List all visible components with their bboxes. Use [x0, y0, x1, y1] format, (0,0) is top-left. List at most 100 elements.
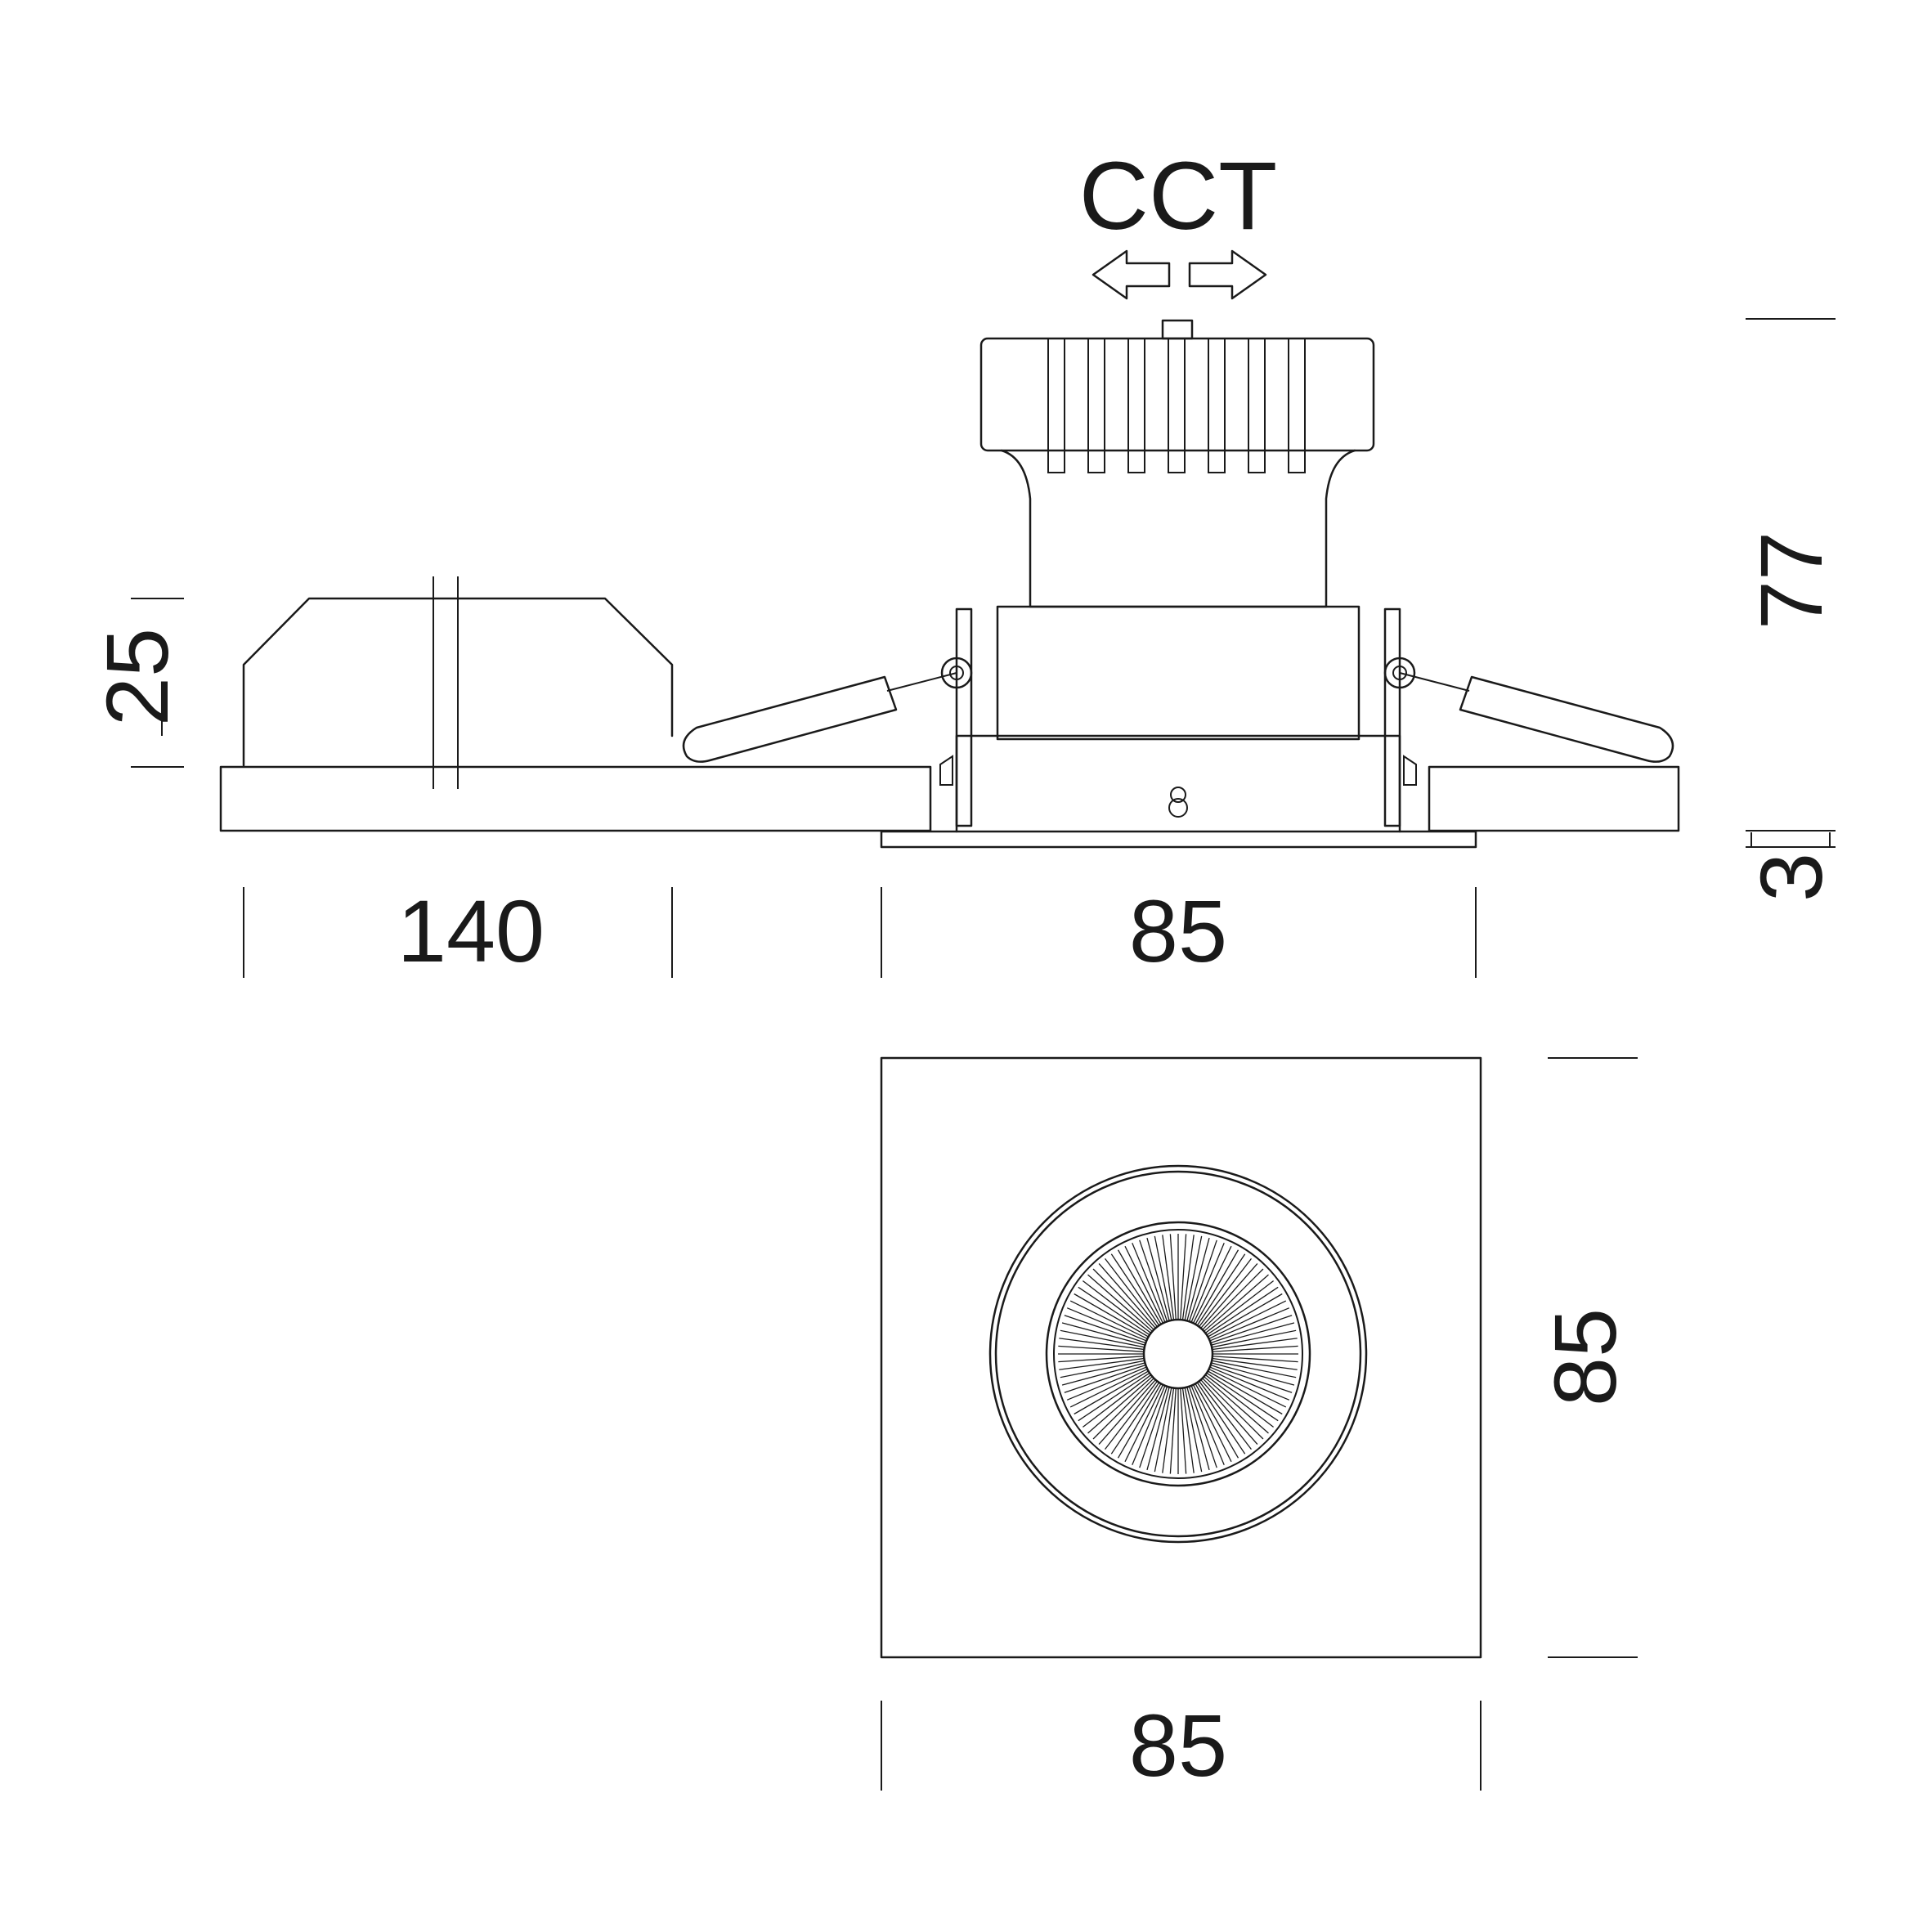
reflector-facet-line — [1074, 1372, 1150, 1423]
reflector-facet-line — [1188, 1235, 1219, 1322]
reflector-facet-line — [1212, 1337, 1298, 1351]
plan-led-aperture — [1142, 1318, 1214, 1390]
reflector-facet-line — [1130, 1239, 1166, 1323]
screw-icon — [1168, 787, 1188, 818]
cct-arrows — [1092, 249, 1267, 300]
reflector-facet-line — [1058, 1360, 1145, 1379]
reflector-facet-line — [1186, 1234, 1211, 1321]
reflector-facet-line — [1192, 1384, 1234, 1466]
reflector-facet-line — [1137, 1386, 1168, 1473]
reflector-facet-line — [1212, 1345, 1298, 1352]
cct-label: CCT — [1079, 142, 1278, 250]
dim-plan-width: 85 — [881, 1696, 1481, 1795]
cct-switch-knob — [1161, 319, 1194, 340]
reflector-facet-line — [1196, 1382, 1248, 1458]
plan-trim-square — [880, 1056, 1482, 1659]
dim-lamp-width: 85 — [881, 881, 1477, 980]
reflector-facet-line — [1210, 1313, 1297, 1344]
reflector-facet-line — [1204, 1376, 1272, 1437]
dim-driver-width: 140 — [243, 881, 673, 980]
reflector-facet-line — [1212, 1356, 1298, 1363]
trim-plate — [880, 830, 1477, 849]
reflector-facet-line — [1079, 1374, 1152, 1431]
reflector-facet-line — [1101, 1380, 1158, 1453]
reflector-facet-line — [1115, 1246, 1162, 1325]
reflector-facet-line — [1084, 1271, 1153, 1332]
reflector-facet-line — [1204, 1271, 1272, 1332]
reflector-facet-line — [1180, 1234, 1187, 1320]
dim-lamp-height-label: 77 — [1741, 531, 1840, 630]
reflector-facet-line — [1063, 1366, 1147, 1402]
reflector-facet-line — [1209, 1366, 1293, 1402]
reflector-facet-line — [1211, 1321, 1298, 1346]
reflector-facet-line — [1184, 1234, 1204, 1320]
plan-inner-ring — [994, 1170, 1362, 1538]
plan-view: 85 85 — [880, 1056, 1638, 1795]
reflector-facet-line — [1192, 1242, 1234, 1324]
reflector-facet-line — [1123, 1242, 1164, 1324]
reflector-facet-line — [1190, 1385, 1226, 1469]
reflector-facet-line — [1115, 1383, 1162, 1462]
reflector-facet-line — [1153, 1387, 1172, 1474]
reflector-facet-line — [1208, 1368, 1290, 1410]
arrow-right-icon — [1188, 249, 1267, 300]
dim-driver-height: 25 — [87, 598, 186, 768]
reflector-facet-line — [1196, 1250, 1248, 1326]
reflector-facet-line — [1058, 1337, 1145, 1351]
plan-reflector — [1045, 1221, 1311, 1487]
reflector-facet-line — [1212, 1360, 1298, 1379]
reflector-facet-line — [1208, 1298, 1290, 1340]
reflector-facet-line — [1212, 1329, 1298, 1348]
reflector-facet-line — [1181, 1387, 1195, 1474]
reflector-facet-line — [1109, 1382, 1160, 1458]
reflector-facet-line — [1109, 1250, 1160, 1326]
reflector-facet-line — [1188, 1386, 1219, 1473]
elevation-view: CCT 25 77 3 140 — [87, 142, 1840, 980]
dim-plan-height-label: 85 — [1535, 1308, 1634, 1406]
reflector-facet-line — [1208, 1370, 1286, 1417]
reflector-facet-line — [1058, 1357, 1145, 1371]
dim-lamp-height: 77 3 — [1741, 318, 1840, 902]
reflector-facet-line — [1195, 1383, 1241, 1462]
reflector-facet-line — [1204, 1374, 1277, 1431]
reflector-facet-line — [1079, 1277, 1152, 1334]
reflector-facet-line — [1137, 1235, 1168, 1322]
reflector-facet-line — [1181, 1234, 1195, 1320]
reflector-facet-line — [1058, 1345, 1145, 1352]
driver-box — [242, 576, 674, 789]
reflector-facet-line — [1123, 1384, 1164, 1466]
reflector-facet-line — [1066, 1298, 1148, 1340]
reflector-facet-line — [1145, 1387, 1170, 1474]
reflector-facet-line — [1204, 1277, 1277, 1334]
reflector-facet-line — [1070, 1370, 1149, 1417]
reflector-facet-line — [1199, 1380, 1255, 1453]
reflector-facets — [1058, 1234, 1298, 1474]
reflector-facet-line — [1199, 1255, 1255, 1328]
reflector-facet-line — [1090, 1266, 1154, 1330]
reflector-facet-line — [1169, 1234, 1177, 1320]
reflector-facet-line — [1101, 1255, 1158, 1328]
reflector-facet-line — [1063, 1306, 1147, 1342]
dim-lamp-width-label: 85 — [1129, 881, 1227, 980]
heatsink-fins — [1047, 338, 1306, 473]
reflector-facet-line — [1153, 1234, 1172, 1320]
reflector-facet-line — [1180, 1387, 1187, 1474]
plan-outer-ring — [988, 1164, 1368, 1544]
reflector-facet-line — [1209, 1306, 1293, 1342]
reflector-facet-line — [1184, 1387, 1204, 1474]
reflector-facet-line — [1058, 1356, 1145, 1363]
reflector-facet-line — [1200, 1379, 1261, 1448]
reflector-facet-line — [1190, 1239, 1226, 1323]
reflector-facet-line — [1130, 1385, 1166, 1469]
reflector-facet-line — [1206, 1284, 1282, 1336]
reflector-facet-line — [1058, 1321, 1145, 1346]
reflector-facet-line — [1090, 1378, 1154, 1442]
lamp-body — [955, 319, 1401, 833]
dim-plan-height: 85 — [1535, 1057, 1638, 1658]
reflector-facet-line — [1058, 1329, 1145, 1348]
reflector-facet-line — [1070, 1291, 1149, 1338]
spring-clip-right — [1383, 657, 1674, 786]
reflector-facet-line — [1211, 1362, 1298, 1387]
dim-trim-thickness-label: 3 — [1741, 853, 1840, 902]
reflector-facet-line — [1060, 1313, 1146, 1344]
